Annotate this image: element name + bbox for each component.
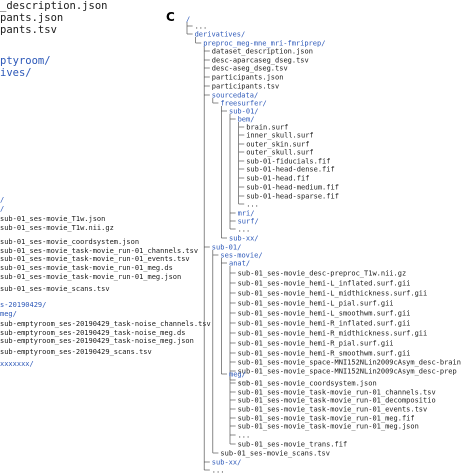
tree-file: sub-01-head.fif: [246, 175, 309, 183]
tree-file: inner_skull.surf: [246, 132, 313, 140]
tree-file: participants.json: [212, 74, 284, 82]
left-entry-lower: sub-01_ses-movie_T1w.nii.gz: [0, 224, 114, 232]
left-entry-lower: s-20190429/: [0, 301, 46, 309]
left-entry-lower: sub-emptyroom_ses-20190429_task-noise_me…: [0, 329, 185, 337]
tree-folder: sub-01/: [229, 108, 259, 116]
tree-folder: surf/: [238, 218, 259, 226]
left-entry-lower: sub-01_ses-movie_task-movie_run-01_meg.j…: [0, 273, 181, 281]
tree-folder: mri/: [238, 210, 255, 218]
tree-file: sub-01_ses-movie_hemi-L_midthickness.sur…: [238, 290, 428, 298]
tree-file: sub-01_ses-movie_trans.fif: [238, 441, 348, 449]
tree-labels: /...derivatives/preproc_meg-mne_mri-fmri…: [186, 16, 461, 474]
tree-file: outer_skin.surf: [246, 141, 309, 149]
left-entry-top: pants.tsv: [0, 24, 57, 36]
tree-file: participants.tsv: [212, 83, 279, 91]
left-entry-lower: sub-01_ses-movie_task-movie_run-01_event…: [0, 255, 190, 263]
tree-file: ...: [246, 201, 259, 209]
tree-folder: meg/: [229, 371, 246, 379]
tree-folder: sub-01/: [212, 244, 242, 252]
left-entry-lower: sub-01_ses-movie_scans.tsv: [0, 285, 110, 293]
tree-file: sub-01_ses-movie_task-movie_run-01_meg.f…: [238, 415, 415, 423]
tree-file: ...: [212, 467, 225, 474]
left-entry-lower: sub-01_ses-movie_task-movie_run-01_chann…: [0, 247, 198, 255]
tree-file: sub-01_ses-movie_hemi-R_inflated.surf.gi…: [238, 320, 411, 328]
tree-file: sub-01_ses-movie_hemi-L_pial.surf.gii: [238, 300, 394, 308]
tree-file: sub-01_ses-movie_desc-preproc_T1w.nii.gz: [238, 270, 407, 278]
tree-file: sub-01-head-dense.fif: [246, 166, 335, 174]
left-entry-lower: /: [0, 205, 4, 213]
tree-folder: ses-movie/: [220, 252, 262, 260]
tree-file: brain.surf: [246, 124, 288, 132]
left-entry-top: pants.json: [0, 12, 63, 24]
tree-file: desc-aseg_dseg.tsv: [212, 65, 288, 73]
tree-folder: derivatives/: [195, 31, 246, 39]
tree-file: sub-01-fiducials.fif: [246, 158, 330, 166]
tree-file: ...: [238, 432, 251, 440]
tree-file: sub-01_ses-movie_task-movie_run-01_chann…: [238, 389, 436, 397]
left-entry-lower: sub-emptyroom_ses-20190429_task-noise_me…: [0, 337, 194, 345]
tree-file: sub-01_ses-movie_coordsystem.json: [238, 380, 377, 388]
tree-folder: preproc_meg-mne_mri-fmriprep/: [203, 40, 325, 48]
tree-file: desc-aparcaseg_dseg.tsv: [212, 57, 309, 65]
tree-folder: sub-xx/: [212, 459, 242, 467]
tree-file: sub-01_ses-movie_task-movie_run-01_meg.j…: [238, 423, 419, 431]
tree-file: sub-01_ses-movie_hemi-L_smoothwm.surf.gi…: [238, 310, 411, 318]
tree-file: sub-01_ses-movie_task-movie_run-01_event…: [238, 406, 428, 414]
tree-folder: /: [186, 16, 190, 24]
tree-file: dataset_description.json: [212, 48, 313, 56]
tree-folder: freesurfer/: [220, 100, 266, 108]
left-entry-top: _description.json: [0, 0, 107, 12]
left-entry-lower: sub-01_ses-movie_coordsystem.json: [0, 238, 139, 246]
left-entry-lower: xxxxxxx/: [0, 360, 34, 368]
tree-file: outer_skull.surf: [246, 149, 313, 157]
tree-file: ...: [195, 23, 208, 31]
tree-file: sub-01_ses-movie_space-MNI152NLin2009cAs…: [238, 368, 457, 376]
left-entry-middle: ives/: [0, 67, 32, 79]
left-entry-lower: /: [0, 196, 4, 204]
left-entry-lower: sub-emptyroom_ses-20190429_task-noise_ch…: [0, 320, 211, 328]
tree-folder: bem/: [238, 116, 255, 124]
tree-folder: anat/: [229, 260, 250, 268]
tree-file: sub-01_ses-movie_hemi-R_midthickness.sur…: [238, 330, 428, 338]
left-entry-lower: meg/: [0, 310, 17, 318]
left-entry-middle: ptyroom/: [0, 55, 51, 67]
tree-file: sub-01_ses-movie_scans.tsv: [220, 450, 330, 458]
left-entry-lower: sub-01_ses-movie_task-movie_run-01_meg.d…: [0, 264, 173, 272]
tree-file: sub-01-head-medium.fif: [246, 184, 339, 192]
left-entry-lower: sub-01_ses-movie_T1w.json: [0, 215, 105, 223]
tree-file: sub-01_ses-movie_hemi-R_pial.surf.gii: [238, 340, 394, 348]
panel-label: C: [166, 10, 175, 24]
tree-file: sub-01-head-sparse.fif: [246, 193, 339, 201]
tree-connector-lines: [186, 22, 245, 471]
left-entry-lower: sub-emptyroom_ses-20190429_scans.tsv: [0, 348, 152, 356]
tree-file: sub-01_ses-movie_hemi-L_inflated.surf.gi…: [238, 280, 411, 288]
tree-file: sub-01_ses-movie_space-MNI152NLin2009cAs…: [238, 359, 461, 367]
tree-file: ...: [238, 226, 251, 234]
tree-file: sub-01_ses-movie_hemi-R_smoothwm.surf.gi…: [238, 350, 411, 358]
tree-file: sub-01_ses-movie_task-movie_run-01_decom…: [238, 397, 436, 405]
tree-folder: sub-xx/: [229, 235, 259, 243]
tree-folder: sourcedata/: [212, 92, 258, 100]
tree-file: ...: [238, 377, 251, 385]
